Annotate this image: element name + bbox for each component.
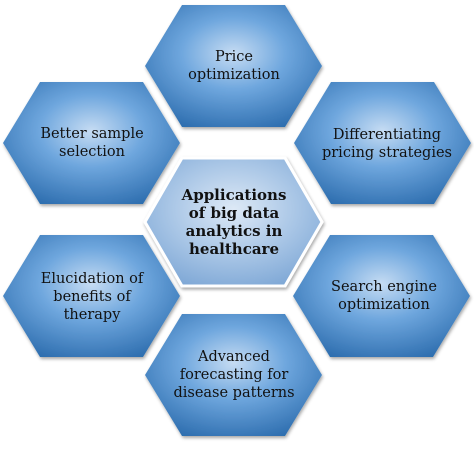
hexagon-bottom-right — [293, 235, 470, 357]
hexagon-bottom — [145, 314, 322, 436]
hexagon-top-left — [3, 82, 180, 204]
hexagon-top — [145, 5, 322, 127]
hexagon-top-right — [294, 82, 471, 204]
hexagon-center — [143, 156, 324, 288]
hexagon-bottom-left — [3, 235, 180, 357]
